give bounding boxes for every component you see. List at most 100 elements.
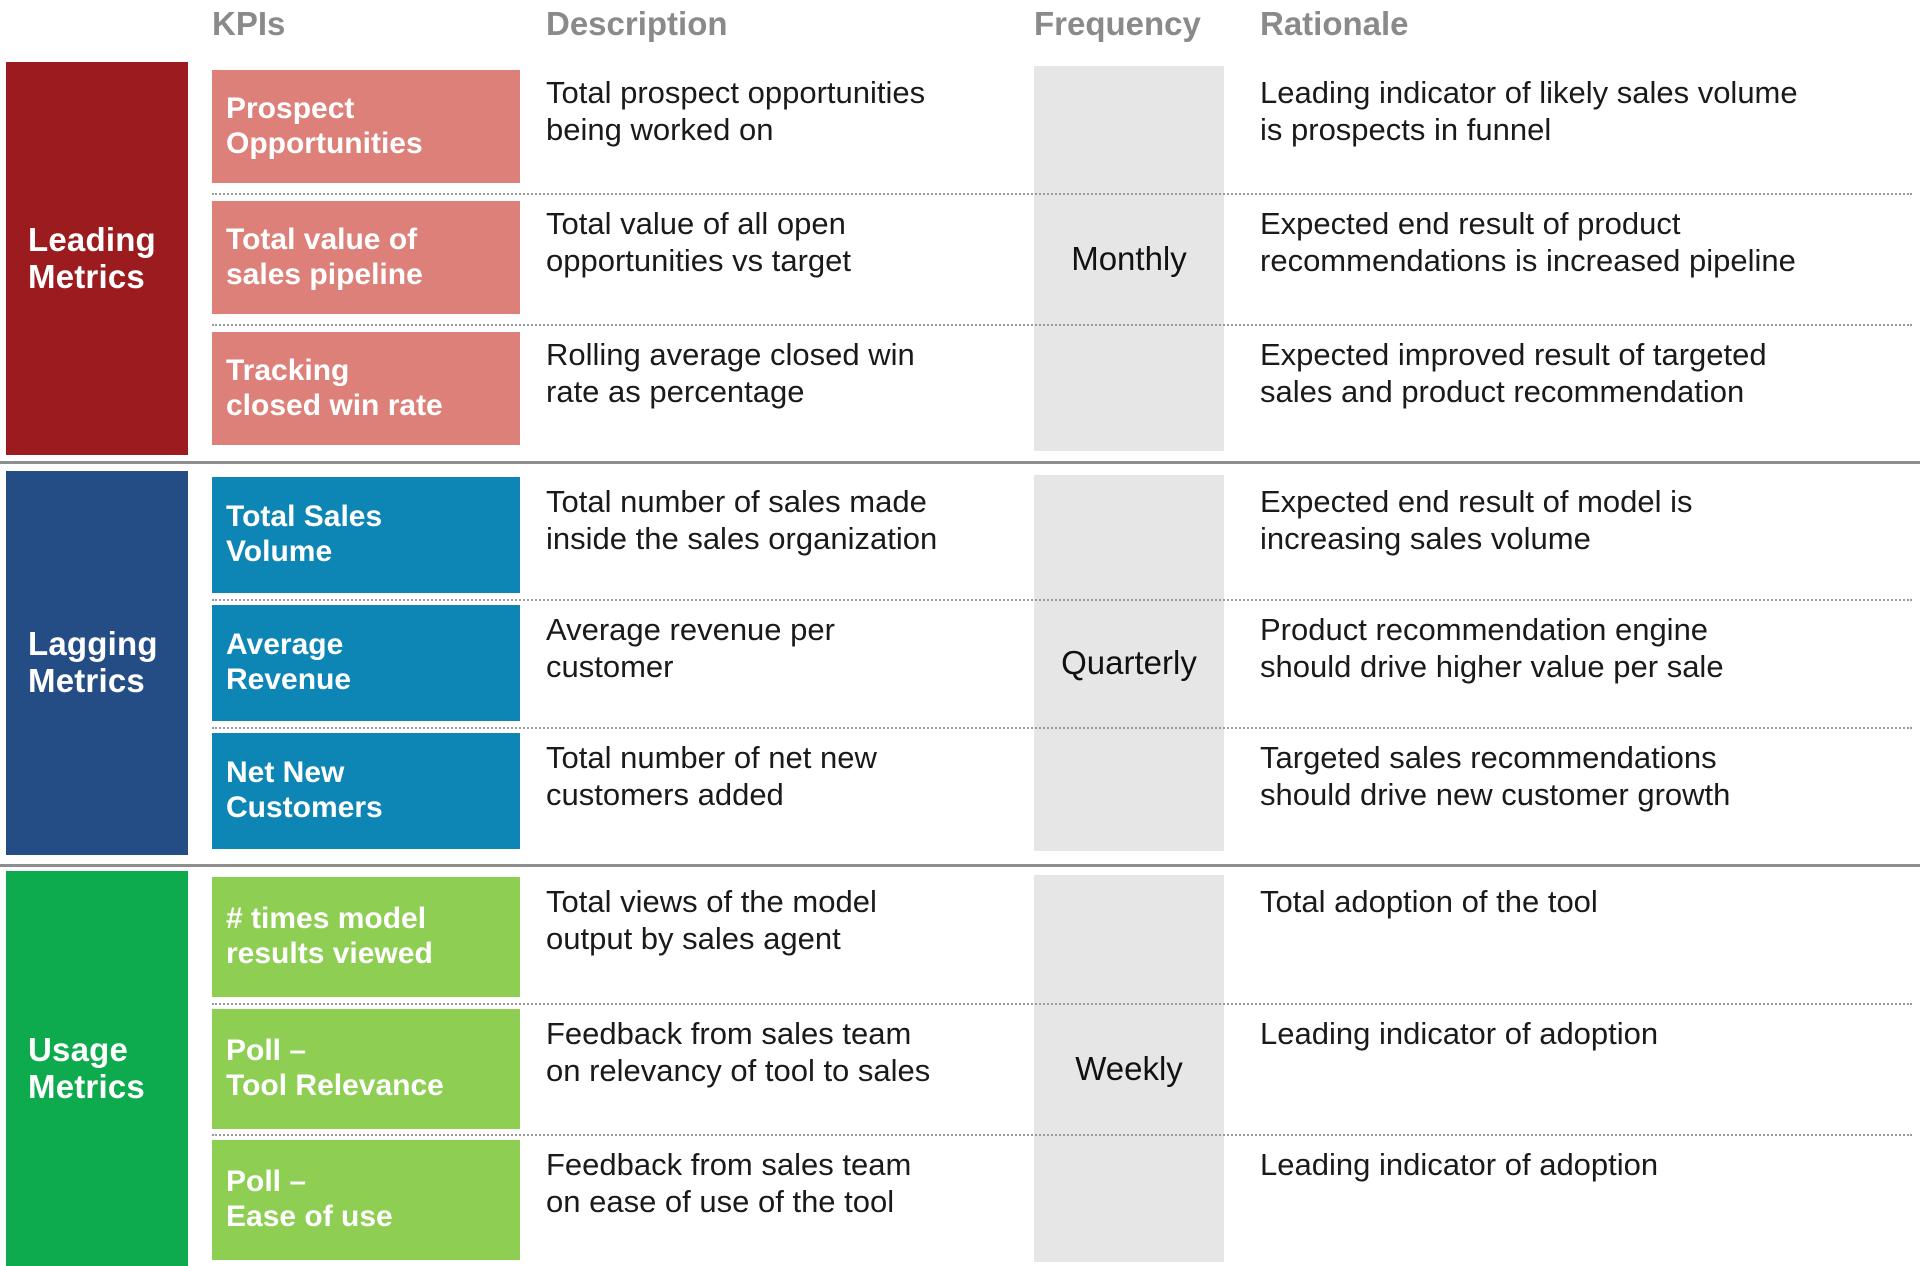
kpi-label-line1: Poll – xyxy=(226,1033,307,1067)
kpi-label-line2: Customers xyxy=(226,791,383,824)
description-cell: Feedback from sales team on relevancy of… xyxy=(546,1003,1016,1123)
rationale-line2: should drive new customer growth xyxy=(1260,777,1731,813)
kpi-label-line2: Volume xyxy=(226,535,333,568)
frequency-value: Quarterly xyxy=(1061,644,1197,681)
category-label-line2: Metrics xyxy=(28,662,145,699)
column-header-description: Description xyxy=(546,5,728,42)
frequency-value: Weekly xyxy=(1075,1049,1183,1087)
rationale-line2: sales and product recommendation xyxy=(1260,374,1745,410)
description-cell: Rolling average closed win rate as perce… xyxy=(546,324,1016,444)
rationale-cell: Leading indicator of adoption xyxy=(1260,1134,1920,1183)
kpi-label-line1: # times model xyxy=(226,902,427,936)
description-line2: being worked on xyxy=(546,112,774,148)
kpi-label-line2: Opportunities xyxy=(226,126,423,160)
table-row: Total value of sales pipeline Total valu… xyxy=(212,193,1920,324)
rationale-line1: Leading indicator of likely sales volume xyxy=(1260,75,1798,110)
category-label-line1: Usage xyxy=(28,1030,129,1068)
rationale-cell: Targeted sales recommendations should dr… xyxy=(1260,727,1920,813)
rationale-line1: Leading indicator of adoption xyxy=(1260,1147,1659,1183)
category-label-line1: Leading xyxy=(28,220,156,258)
category-label-line2: Metrics xyxy=(28,1067,145,1105)
description-line2: on ease of use of the tool xyxy=(546,1184,895,1220)
metric-group-usage: Usage Metrics Weekly # times model resul… xyxy=(0,871,1920,1266)
rationale-cell: Leading indicator of adoption xyxy=(1260,1003,1920,1052)
description-line2: rate as percentage xyxy=(546,374,805,410)
rationale-cell: Expected end result of product recommend… xyxy=(1260,193,1920,279)
kpi-label-line2: Revenue xyxy=(226,663,352,696)
kpi-label-line1: Poll – xyxy=(226,1165,307,1199)
description-line1: Average revenue per xyxy=(546,612,835,647)
category-tile-usage: Usage Metrics xyxy=(6,871,188,1266)
kpi-chip: Tracking closed win rate xyxy=(212,332,520,445)
table-row: Prospect Opportunities Total prospect op… xyxy=(212,62,1920,193)
description-line1: Total number of net new xyxy=(546,740,877,775)
rationale-line2: should drive higher value per sale xyxy=(1260,649,1724,685)
rationale-cell: Leading indicator of likely sales volume… xyxy=(1260,62,1920,148)
rationale-cell: Product recommendation engine should dri… xyxy=(1260,599,1920,685)
kpi-chip: Poll – Ease of use xyxy=(212,1140,520,1261)
metric-group-lagging: Lagging Metrics Quarterly Total Sales Vo… xyxy=(0,471,1920,855)
frequency-cell-usage: Weekly xyxy=(1034,875,1224,1262)
rationale-cell: Expected improved result of targeted sal… xyxy=(1260,324,1920,410)
column-header-rationale: Rationale xyxy=(1260,5,1409,42)
table-header-row: KPIs Description Frequency Rationale xyxy=(0,0,1920,56)
rows-leading: Prospect Opportunities Total prospect op… xyxy=(212,62,1920,455)
frequency-value: Monthly xyxy=(1071,239,1187,277)
rationale-line1: Product recommendation engine xyxy=(1260,612,1709,647)
column-header-kpis: KPIs xyxy=(212,5,286,42)
description-line1: Total number of sales made xyxy=(546,484,927,519)
frequency-cell-leading: Monthly xyxy=(1034,66,1224,451)
description-cell: Feedback from sales team on ease of use … xyxy=(546,1134,1016,1254)
column-header-frequency: Frequency xyxy=(1034,5,1201,42)
kpi-label-line1: Average xyxy=(226,628,344,662)
description-line1: Feedback from sales team xyxy=(546,1015,912,1051)
description-line1: Feedback from sales team xyxy=(546,1147,912,1183)
kpi-chip: Average Revenue xyxy=(212,605,520,721)
rationale-line2: recommendations is increased pipeline xyxy=(1260,243,1796,279)
description-line2: customers added xyxy=(546,777,784,813)
group-divider xyxy=(0,461,1920,464)
rationale-line1: Expected end result of product xyxy=(1260,206,1681,241)
description-line1: Rolling average closed win xyxy=(546,337,915,372)
category-tile-lagging: Lagging Metrics xyxy=(6,471,188,855)
description-line2: inside the sales organization xyxy=(546,521,938,557)
kpi-chip: Prospect Opportunities xyxy=(212,70,520,183)
rationale-cell: Expected end result of model is increasi… xyxy=(1260,471,1920,557)
category-label-line2: Metrics xyxy=(28,257,145,295)
description-line2: customer xyxy=(546,649,674,685)
rows-lagging: Total Sales Volume Total number of sales… xyxy=(212,471,1920,855)
description-line1: Total value of all open xyxy=(546,206,846,241)
category-tile-leading: Leading Metrics xyxy=(6,62,188,455)
description-line1: Total views of the model xyxy=(546,884,877,919)
rationale-line1: Leading indicator of adoption xyxy=(1260,1015,1659,1051)
kpi-chip: Total Sales Volume xyxy=(212,477,520,593)
kpi-chip: # times model results viewed xyxy=(212,877,520,997)
kpi-label-line1: Prospect xyxy=(226,91,355,125)
rationale-cell: Total adoption of the tool xyxy=(1260,871,1920,920)
kpi-chip: Net New Customers xyxy=(212,733,520,849)
group-divider xyxy=(0,864,1920,867)
metric-group-leading: Leading Metrics Monthly Prospect Opportu… xyxy=(0,62,1920,455)
rationale-line1: Targeted sales recommendations xyxy=(1260,740,1717,775)
rationale-line2: increasing sales volume xyxy=(1260,521,1591,557)
kpi-label-line1: Net New xyxy=(226,756,345,790)
table-row: Tracking closed win rate Rolling average… xyxy=(212,324,1920,455)
kpi-label-line1: Total Sales xyxy=(226,500,383,534)
kpi-chip: Total value of sales pipeline xyxy=(212,201,520,314)
rationale-line2: is prospects in funnel xyxy=(1260,112,1552,148)
kpi-label-line2: Tool Relevance xyxy=(226,1068,444,1102)
description-line2: opportunities vs target xyxy=(546,243,852,279)
rows-usage: # times model results viewed Total views… xyxy=(212,871,1920,1266)
table-row: # times model results viewed Total views… xyxy=(212,871,1920,1003)
table-row: Average Revenue Average revenue per cust… xyxy=(212,599,1920,727)
table-row: Net New Customers Total number of net ne… xyxy=(212,727,1920,855)
description-line1: Total prospect opportunities xyxy=(546,75,926,110)
kpi-label-line2: Ease of use xyxy=(226,1200,393,1234)
description-cell: Total number of net new customers added xyxy=(546,727,1016,847)
description-line2: on relevancy of tool to sales xyxy=(546,1052,931,1088)
kpi-label-line2: results viewed xyxy=(226,937,433,970)
kpi-chip: Poll – Tool Relevance xyxy=(212,1008,520,1129)
kpi-label-line2: closed win rate xyxy=(226,388,443,422)
frequency-cell-lagging: Quarterly xyxy=(1034,475,1224,851)
